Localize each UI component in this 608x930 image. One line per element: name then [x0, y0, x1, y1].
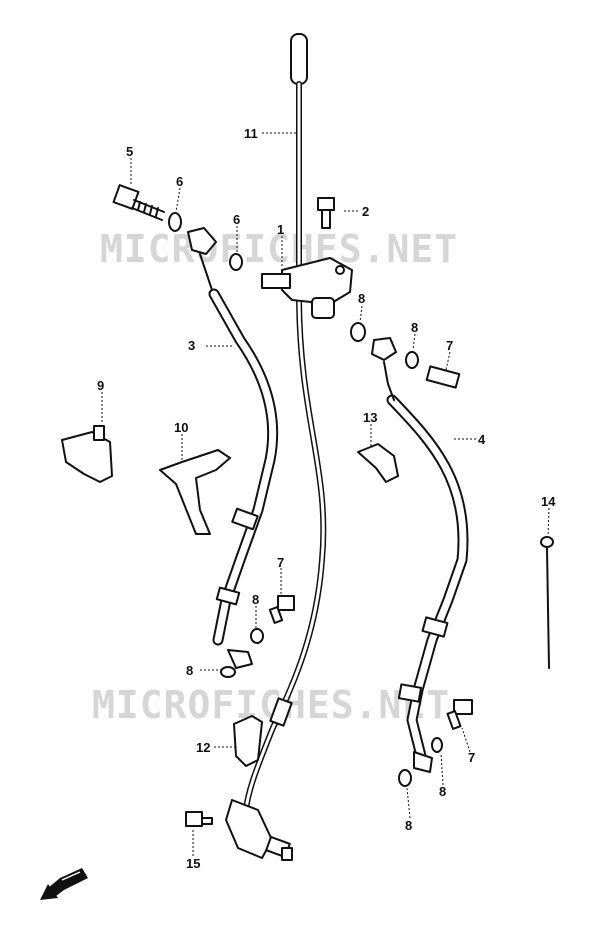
watermark-top: MICROFICHES.NET	[100, 227, 458, 271]
speedometer-cable	[225, 33, 327, 861]
callout-3: 3	[188, 338, 195, 353]
joint-bolt	[317, 197, 335, 229]
callout-14: 14	[541, 494, 556, 509]
hose-guide-10	[159, 449, 231, 535]
screw-15	[185, 811, 213, 827]
cable-clamp-12	[233, 715, 263, 767]
front-direction-arrow-icon	[40, 868, 88, 900]
hose-clamp-13	[357, 443, 399, 483]
callout-8d: 8	[186, 663, 193, 678]
cable-tie-14	[540, 536, 554, 669]
callout-6a: 6	[176, 174, 183, 189]
callout-7b: 7	[277, 555, 284, 570]
callout-7c: 7	[468, 750, 475, 765]
callout-7a: 7	[446, 338, 453, 353]
callout-8e: 8	[439, 784, 446, 799]
hose-clamp-9	[61, 425, 113, 483]
callout-6b: 6	[233, 212, 240, 227]
callout-13: 13	[363, 410, 377, 425]
callout-1: 1	[277, 222, 284, 237]
leader-lines	[101, 132, 550, 856]
callout-10: 10	[174, 420, 188, 435]
callout-9: 9	[97, 378, 104, 393]
callout-15: 15	[186, 856, 200, 871]
callout-2: 2	[362, 204, 369, 219]
callout-4: 4	[478, 432, 486, 447]
callout-11: 11	[244, 126, 258, 141]
callout-8c: 8	[252, 592, 259, 607]
union-bolt-upper	[112, 184, 165, 221]
callout-8b: 8	[411, 320, 418, 335]
washers	[168, 212, 443, 787]
callout-5: 5	[126, 144, 133, 159]
callout-12: 12	[196, 740, 210, 755]
brake-hose-right	[371, 337, 469, 773]
brake-hose-joint	[261, 257, 353, 319]
callout-labels: 11 1 2 3 4 5 6 6 8 8 7 9 10 13 14 7 8 8 …	[97, 126, 556, 871]
union-bolts	[268, 365, 473, 730]
brake-hose-left	[187, 227, 279, 669]
callout-8f: 8	[405, 818, 412, 833]
callout-8a: 8	[358, 291, 365, 306]
